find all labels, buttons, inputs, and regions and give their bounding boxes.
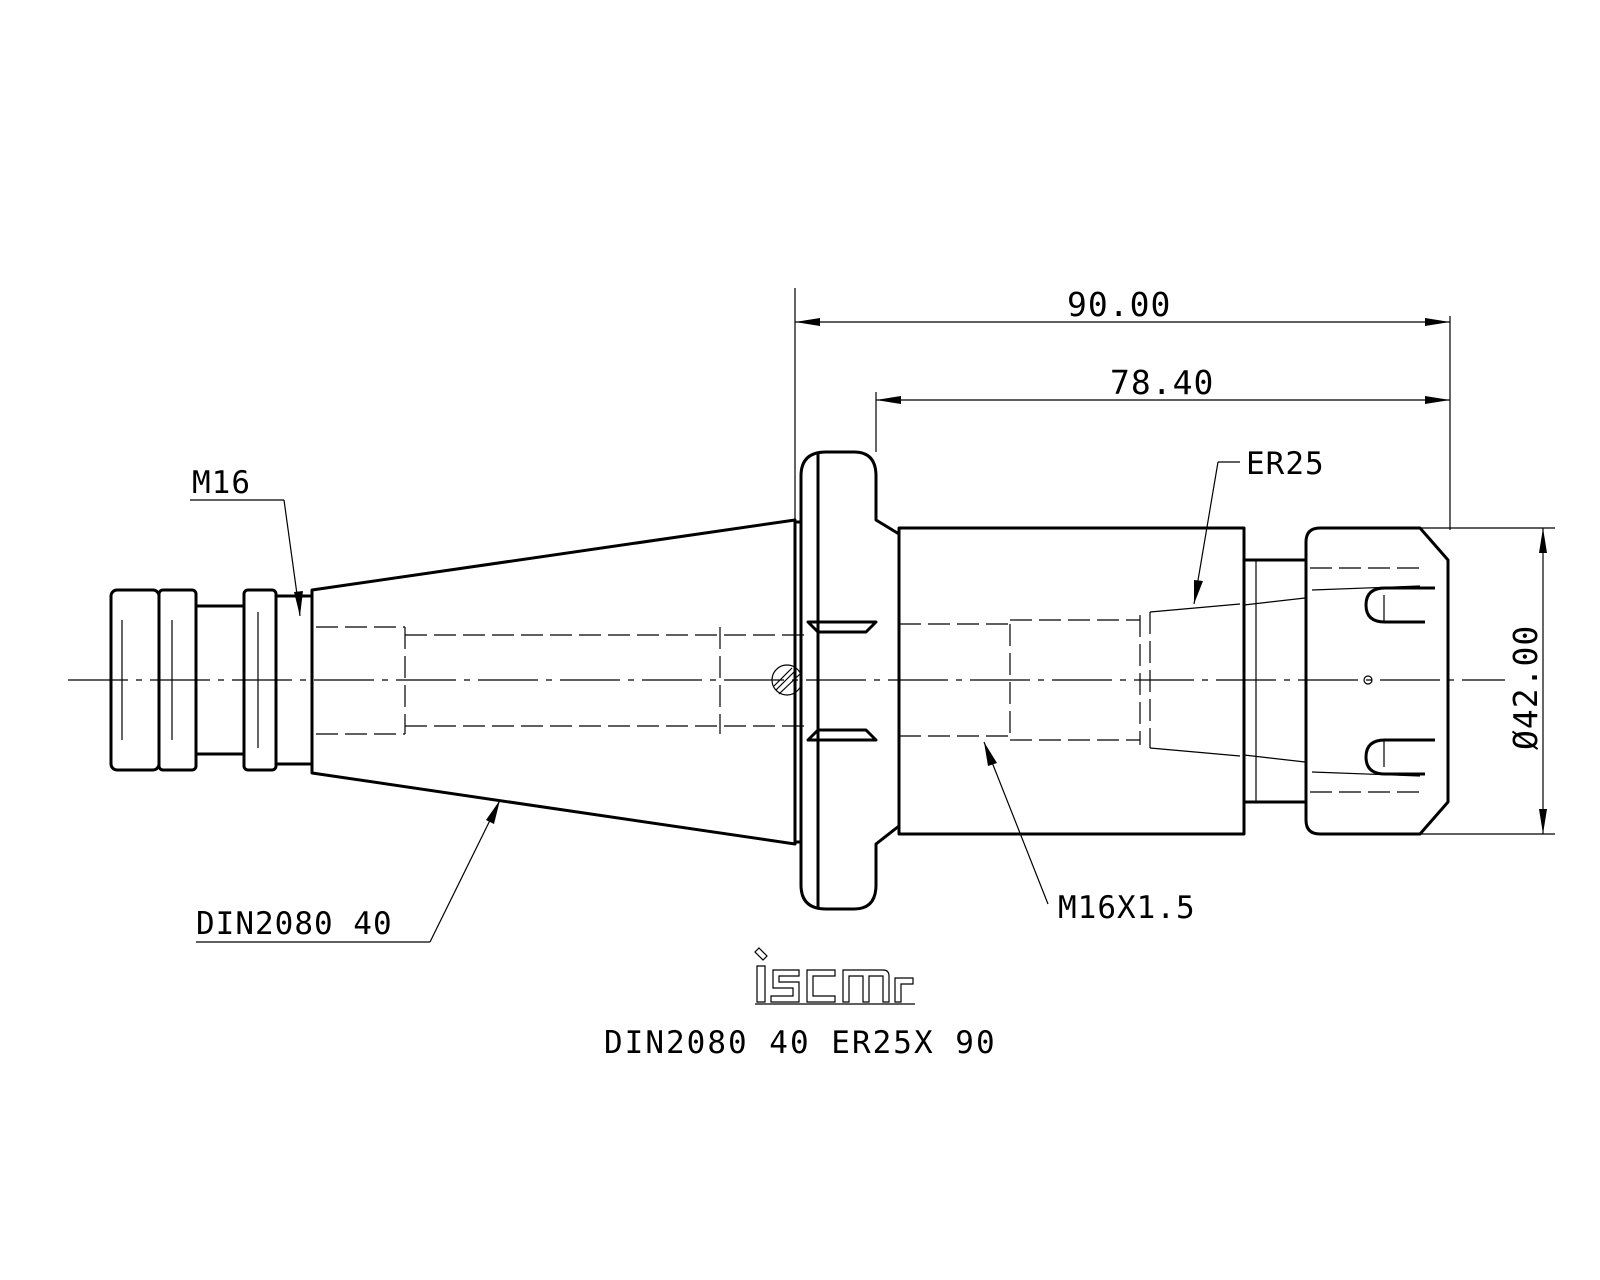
er25-label: ER25 bbox=[1246, 446, 1325, 482]
leader-m16: M16 bbox=[190, 465, 303, 617]
drawing-title: DIN2080 40 ER25X 90 bbox=[604, 1025, 997, 1061]
body-length-value: 78.40 bbox=[1110, 363, 1214, 402]
din2080-label: DIN2080 40 bbox=[196, 906, 393, 942]
overall-length-value: 90.00 bbox=[1067, 285, 1171, 324]
dimension-body-length: 78.40 bbox=[875, 363, 1450, 452]
leader-er25: ER25 bbox=[1193, 446, 1325, 605]
holder-body bbox=[897, 526, 1246, 836]
dimension-diameter: Ø42.00 bbox=[1420, 527, 1555, 835]
leader-m16x1-5: M16X1.5 bbox=[983, 741, 1196, 926]
collet-nut bbox=[1242, 526, 1450, 836]
iscar-logo bbox=[754, 947, 915, 1005]
m16-label: M16 bbox=[192, 465, 251, 501]
taper-cone bbox=[310, 518, 805, 846]
m16x1-5-label: M16X1.5 bbox=[1058, 890, 1196, 926]
dimension-overall-length: 90.00 bbox=[794, 285, 1451, 530]
diameter-value: Ø42.00 bbox=[1506, 625, 1545, 750]
leader-din2080: DIN2080 40 bbox=[196, 799, 501, 943]
